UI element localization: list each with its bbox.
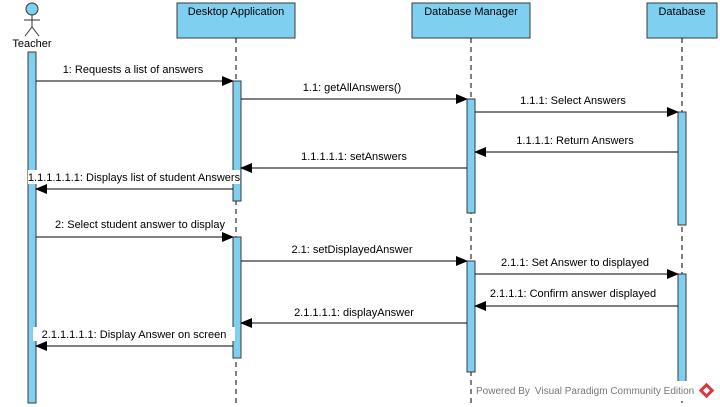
message-label: 2.1: setDisplayedAnswer	[291, 244, 412, 256]
message-label: 2.1.1.1: Confirm answer displayed	[490, 288, 656, 300]
lifeline-header-database: Database	[646, 2, 718, 39]
activation-bar-dbmanager-2	[466, 260, 476, 373]
message-label: 2.1.1: Set Answer to displayed	[501, 257, 649, 269]
message-label: 1.1.1.1.1.1: Displays list of student An…	[28, 172, 241, 184]
activation-bar-desktop-1	[232, 80, 242, 202]
message-label: 2.1.1.1.1: displayAnswer	[294, 307, 414, 319]
message-label: 1.1: getAllAnswers()	[303, 82, 401, 94]
lifeline-title: Database	[658, 6, 705, 18]
message-label: 1.1.1.1.1: setAnswers	[301, 151, 407, 163]
lifeline-header-dbmanager: Database Manager	[411, 2, 531, 39]
activation-bar-database-2	[677, 273, 687, 383]
lifeline-header-desktop: Desktop Application	[176, 2, 296, 39]
message-label: 1.1.1: Select Answers	[520, 95, 626, 107]
label-background	[33, 327, 235, 341]
activation-bar-database-1	[677, 111, 687, 226]
lifeline-title: Database Manager	[424, 6, 518, 18]
stick-figure-icon	[24, 2, 40, 37]
activation-bar-desktop-2	[232, 236, 242, 359]
footer-watermark: Powered By Visual Paradigm Community Edi…	[472, 381, 720, 401]
footer-text: Powered By Visual Paradigm Community Edi…	[476, 386, 694, 397]
activation-bar-teacher	[27, 51, 37, 404]
message-label: 1.1.1.1: Return Answers	[516, 135, 634, 147]
actor-name: Teacher	[12, 38, 51, 50]
message-label: 1: Requests a list of answers	[63, 64, 204, 76]
activation-bar-dbmanager-1	[466, 98, 476, 214]
teacher-actor: Teacher	[12, 2, 52, 50]
label-background	[28, 170, 240, 184]
lifeline-title: Desktop Application	[188, 6, 285, 18]
message-label: 2: Select student answer to display	[55, 219, 225, 231]
message-label: 2.1.1.1.1.1: Display Answer on screen	[42, 329, 227, 341]
